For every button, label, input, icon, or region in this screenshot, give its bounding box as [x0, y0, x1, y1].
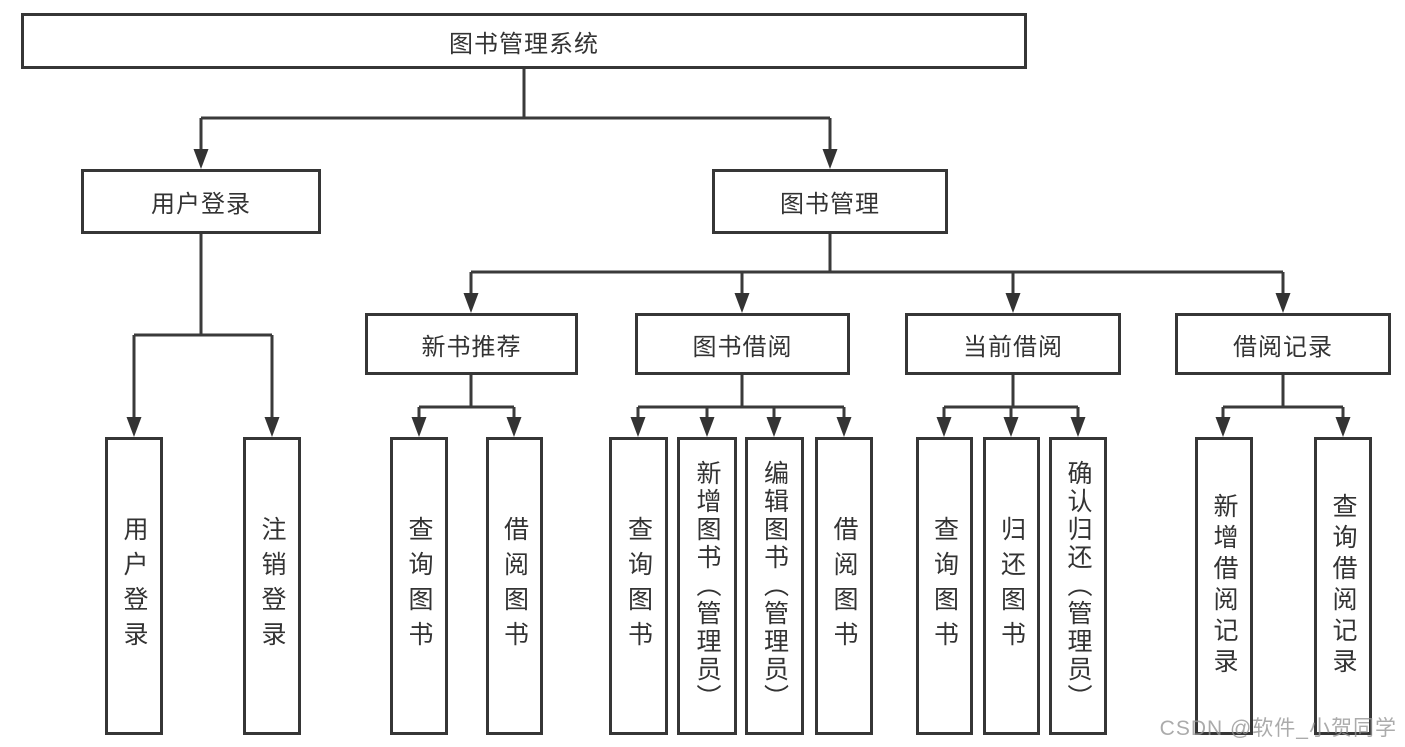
leaf-query-books-recommend-label: 查询图书 — [405, 516, 433, 656]
csdn-watermark: CSDN @软件_小贺同学 — [1159, 717, 1397, 740]
node-current-borrow: 当前借阅 — [905, 313, 1121, 375]
node-current-borrow-label: 当前借阅 — [963, 333, 1063, 361]
leaf-borrow-books-recommend-label: 借阅图书 — [500, 516, 529, 656]
leaf-confirm-return-admin: 确认归还（管理员） — [1049, 437, 1107, 735]
node-book-management-label: 图书管理 — [780, 191, 880, 218]
leaf-query-books-borrow-label: 查询图书 — [624, 516, 653, 656]
leaf-query-borrow-record-label: 查询借阅记录 — [1329, 493, 1357, 679]
leaf-logout: 注销登录 — [243, 437, 301, 735]
node-book-borrow: 图书借阅 — [635, 313, 850, 375]
connector-book-management-to-level3 — [463, 234, 1291, 313]
connector-root-to-level2 — [193, 69, 838, 169]
leaf-user-login-label: 用户登录 — [120, 516, 148, 656]
node-root-system: 图书管理系统 — [21, 13, 1027, 69]
node-borrow-records: 借阅记录 — [1175, 313, 1391, 375]
node-book-management: 图书管理 — [712, 169, 948, 234]
leaf-query-books-current-label: 查询图书 — [930, 516, 959, 656]
node-new-book-recommend-label: 新书推荐 — [421, 333, 522, 361]
connector-new-book-to-leaves — [411, 375, 522, 437]
leaf-logout-label: 注销登录 — [258, 516, 286, 656]
connector-user-login-to-leaves — [126, 234, 280, 437]
connector-book-borrow-to-leaves — [630, 375, 852, 437]
leaf-borrow-books: 借阅图书 — [815, 437, 873, 735]
leaf-add-borrow-record: 新增借阅记录 — [1195, 437, 1253, 735]
node-borrow-records-label: 借阅记录 — [1233, 333, 1333, 361]
connector-borrow-records-to-leaves — [1215, 375, 1351, 437]
leaf-query-books-recommend: 查询图书 — [390, 437, 448, 735]
connector-current-borrow-to-leaves — [936, 375, 1086, 437]
node-new-book-recommend: 新书推荐 — [365, 313, 578, 375]
leaf-borrow-books-recommend: 借阅图书 — [486, 437, 543, 735]
leaf-add-books-admin: 新增图书（管理员） — [677, 437, 737, 735]
leaf-edit-books-admin: 编辑图书（管理员） — [745, 437, 804, 735]
leaf-query-books-current: 查询图书 — [916, 437, 973, 735]
leaf-return-books-label: 归还图书 — [997, 516, 1026, 656]
leaf-confirm-return-admin-label: 确认归还（管理员） — [1064, 460, 1092, 712]
leaf-borrow-books-label: 借阅图书 — [830, 516, 858, 656]
leaf-query-borrow-record: 查询借阅记录 — [1314, 437, 1372, 735]
leaf-edit-books-admin-label: 编辑图书（管理员） — [760, 460, 789, 712]
leaf-add-books-admin-label: 新增图书（管理员） — [693, 460, 721, 712]
node-root-label: 图书管理系统 — [449, 30, 599, 58]
leaf-add-borrow-record-label: 新增借阅记录 — [1210, 493, 1238, 679]
node-user-login: 用户登录 — [81, 169, 321, 234]
leaf-query-books-borrow: 查询图书 — [609, 437, 668, 735]
leaf-user-login: 用户登录 — [105, 437, 163, 735]
node-book-borrow-label: 图书借阅 — [692, 333, 793, 361]
leaf-return-books: 归还图书 — [983, 437, 1040, 735]
node-user-login-label: 用户登录 — [151, 191, 251, 218]
